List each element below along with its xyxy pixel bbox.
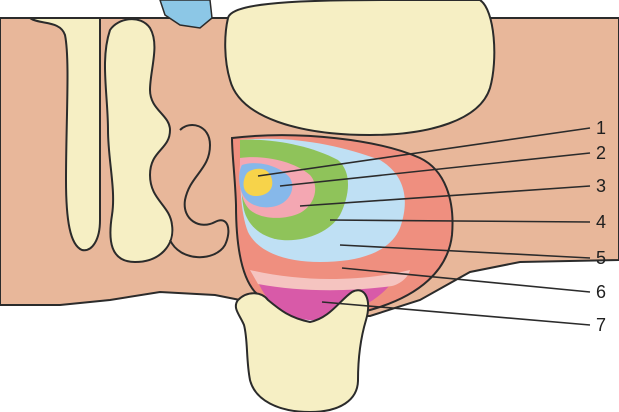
callout-label-4: 4 <box>596 212 606 232</box>
orbit-bone <box>225 0 494 135</box>
callout-label-2: 2 <box>596 143 606 163</box>
callout-label-5: 5 <box>596 248 606 268</box>
callout-label-7: 7 <box>596 315 606 335</box>
zone-1-yellow <box>244 169 273 196</box>
callout-label-6: 6 <box>596 282 606 302</box>
callout-label-1: 1 <box>596 118 606 138</box>
callout-label-3: 3 <box>596 176 606 196</box>
